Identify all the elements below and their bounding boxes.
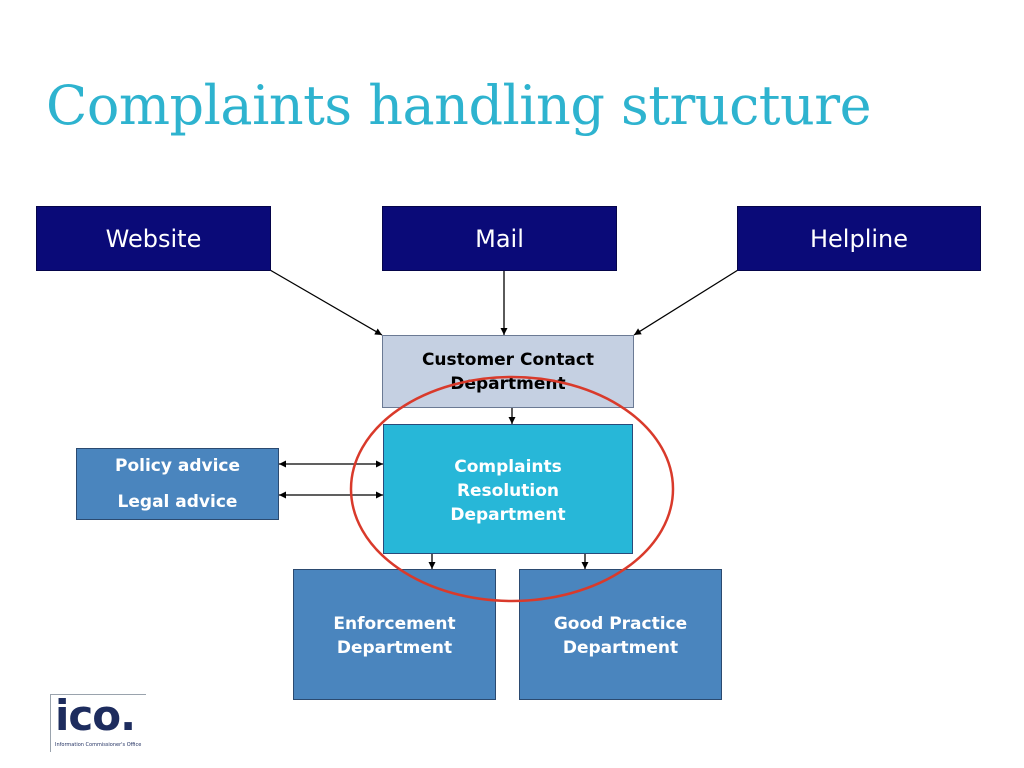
good-practice-department-box: Good Practice Department	[519, 569, 722, 700]
helpline-box: Helpline	[737, 206, 981, 271]
ico-logo-word: ico.	[55, 691, 136, 740]
arrow-website-to-ccd	[269, 269, 383, 336]
policy-advice-label: Policy advice	[114, 456, 241, 476]
good-practice-department-label: Good Practice Department	[553, 614, 688, 658]
enforcement-department-label: Enforcement Department	[333, 614, 456, 658]
arrow-helpline-to-ccd	[633, 269, 739, 336]
ico-logo: ico. Information Commissioner's Office	[50, 691, 146, 752]
complaints-resolution-department-box: Complaints Resolution Department	[383, 424, 633, 554]
advice-box: Policy advice Legal advice	[76, 448, 279, 520]
ico-logo-subtitle: Information Commissioner's Office	[55, 742, 142, 748]
website-label: Website	[105, 224, 202, 253]
website-box: Website	[36, 206, 271, 271]
enforcement-department-box: Enforcement Department	[293, 569, 496, 700]
highlight-ellipse	[349, 375, 675, 603]
helpline-label: Helpline	[809, 224, 909, 253]
mail-label: Mail	[475, 224, 524, 253]
mail-box: Mail	[382, 206, 617, 271]
legal-advice-label: Legal advice	[117, 492, 238, 512]
complaints-resolution-department-label: Complaints Resolution Department	[450, 457, 566, 525]
slide-title: Complaints handling structure	[46, 74, 872, 137]
